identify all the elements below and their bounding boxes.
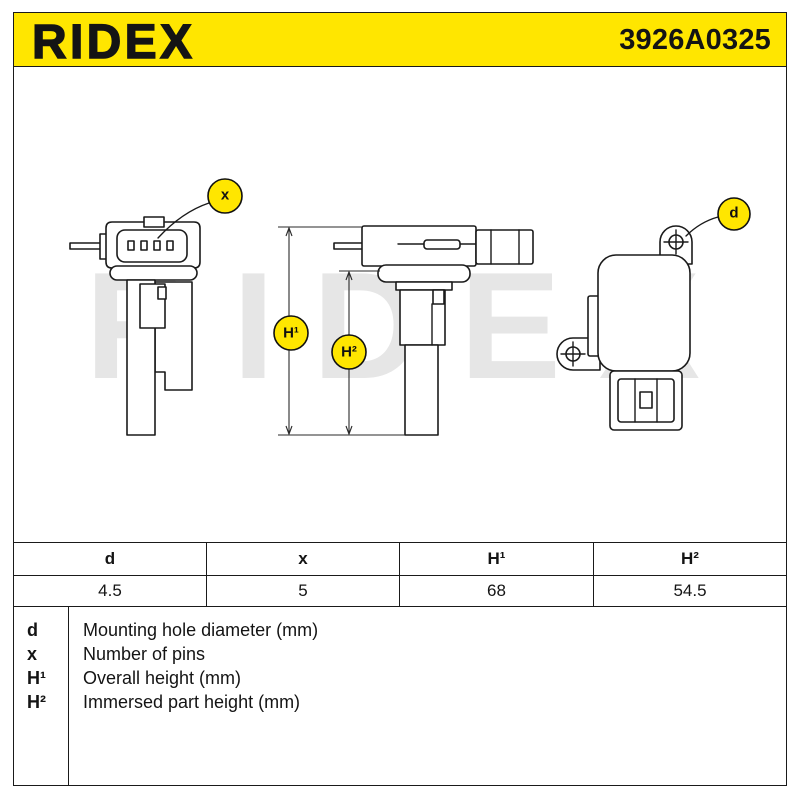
connector-pin — [139, 240, 148, 251]
technical-drawing: RIDEX — [13, 66, 787, 542]
legend: d Mounting hole diameter (mm) x Number o… — [13, 607, 787, 786]
legend-item: x Number of pins — [14, 642, 786, 666]
h2-arrow-bottom — [344, 425, 353, 436]
legend-item: H¹ Overall height (mm) — [14, 666, 786, 690]
pins-callout-label: x — [220, 187, 229, 204]
hole-diameter-callout — [716, 197, 751, 231]
column-header-h1: H¹ — [400, 543, 594, 576]
top-view — [555, 225, 693, 431]
side-probe — [403, 344, 439, 436]
spec-table: d x H¹ H² 4.5 5 68 54.5 — [13, 542, 787, 607]
connector-pin — [126, 240, 135, 251]
h1-arrow-top — [284, 226, 293, 237]
connector-pin — [152, 240, 161, 251]
hole-leader-line — [684, 216, 719, 237]
callouts: x d H¹ H² — [156, 178, 751, 370]
column-header-x: x — [207, 543, 400, 576]
front-latch — [142, 216, 165, 228]
immersed-height-callout — [330, 334, 367, 370]
connector-face — [115, 229, 188, 263]
value-h2: 54.5 — [594, 576, 787, 607]
front-pin-stub — [68, 242, 105, 250]
legend-symbol: d — [27, 620, 38, 640]
pins-leader-line — [156, 202, 210, 239]
side-connector — [474, 229, 534, 265]
value-x: 5 — [207, 576, 400, 607]
legend-item: H² Immersed part height (mm) — [14, 690, 786, 714]
legend-description: Overall height (mm) — [83, 668, 242, 688]
column-header-h2: H² — [594, 543, 787, 576]
legend-description: Mounting hole diameter (mm) — [83, 620, 319, 640]
side-pin-stub — [332, 242, 365, 250]
top-connector-latch — [638, 391, 653, 409]
hole-diameter-callout-label: d — [729, 205, 738, 222]
pins-callout — [206, 178, 243, 214]
legend-symbol: H² — [27, 692, 46, 712]
spec-table-header-row: d x H¹ H² — [14, 543, 787, 576]
immersed-height-callout-label: H² — [341, 344, 357, 361]
side-view — [332, 225, 534, 436]
side-detail — [431, 289, 445, 305]
header-bar: RIDEX 3926A0325 — [13, 12, 787, 67]
value-h1: 68 — [400, 576, 594, 607]
front-gasket — [108, 265, 198, 281]
front-detail — [156, 286, 167, 300]
overall-height-callout — [272, 315, 309, 351]
h2-arrow-top — [344, 270, 353, 281]
side-collar — [394, 281, 453, 291]
legend-description: Immersed part height (mm) — [83, 692, 301, 712]
legend-symbol: H¹ — [27, 668, 46, 688]
legend-description: Number of pins — [83, 644, 206, 664]
legend-divider — [67, 607, 69, 785]
side-gasket — [376, 264, 471, 283]
legend-item: d Mounting hole diameter (mm) — [14, 618, 786, 642]
value-d: 4.5 — [14, 576, 207, 607]
top-housing — [596, 254, 691, 372]
connector-pin — [165, 240, 174, 251]
overall-height-callout-label: H¹ — [283, 325, 299, 342]
h1-arrow-bottom — [284, 425, 293, 436]
spec-table-value-row: 4.5 5 68 54.5 — [14, 576, 787, 607]
front-view — [68, 216, 201, 436]
column-header-d: d — [14, 543, 207, 576]
part-number: 3926A0325 — [619, 24, 771, 56]
side-slot — [422, 239, 461, 250]
logo-text: RIDEX — [32, 18, 192, 62]
drawing-canvas: RIDEX — [68, 178, 751, 436]
ridex-logo: RIDEX — [31, 18, 192, 62]
legend-symbol: x — [27, 644, 38, 664]
